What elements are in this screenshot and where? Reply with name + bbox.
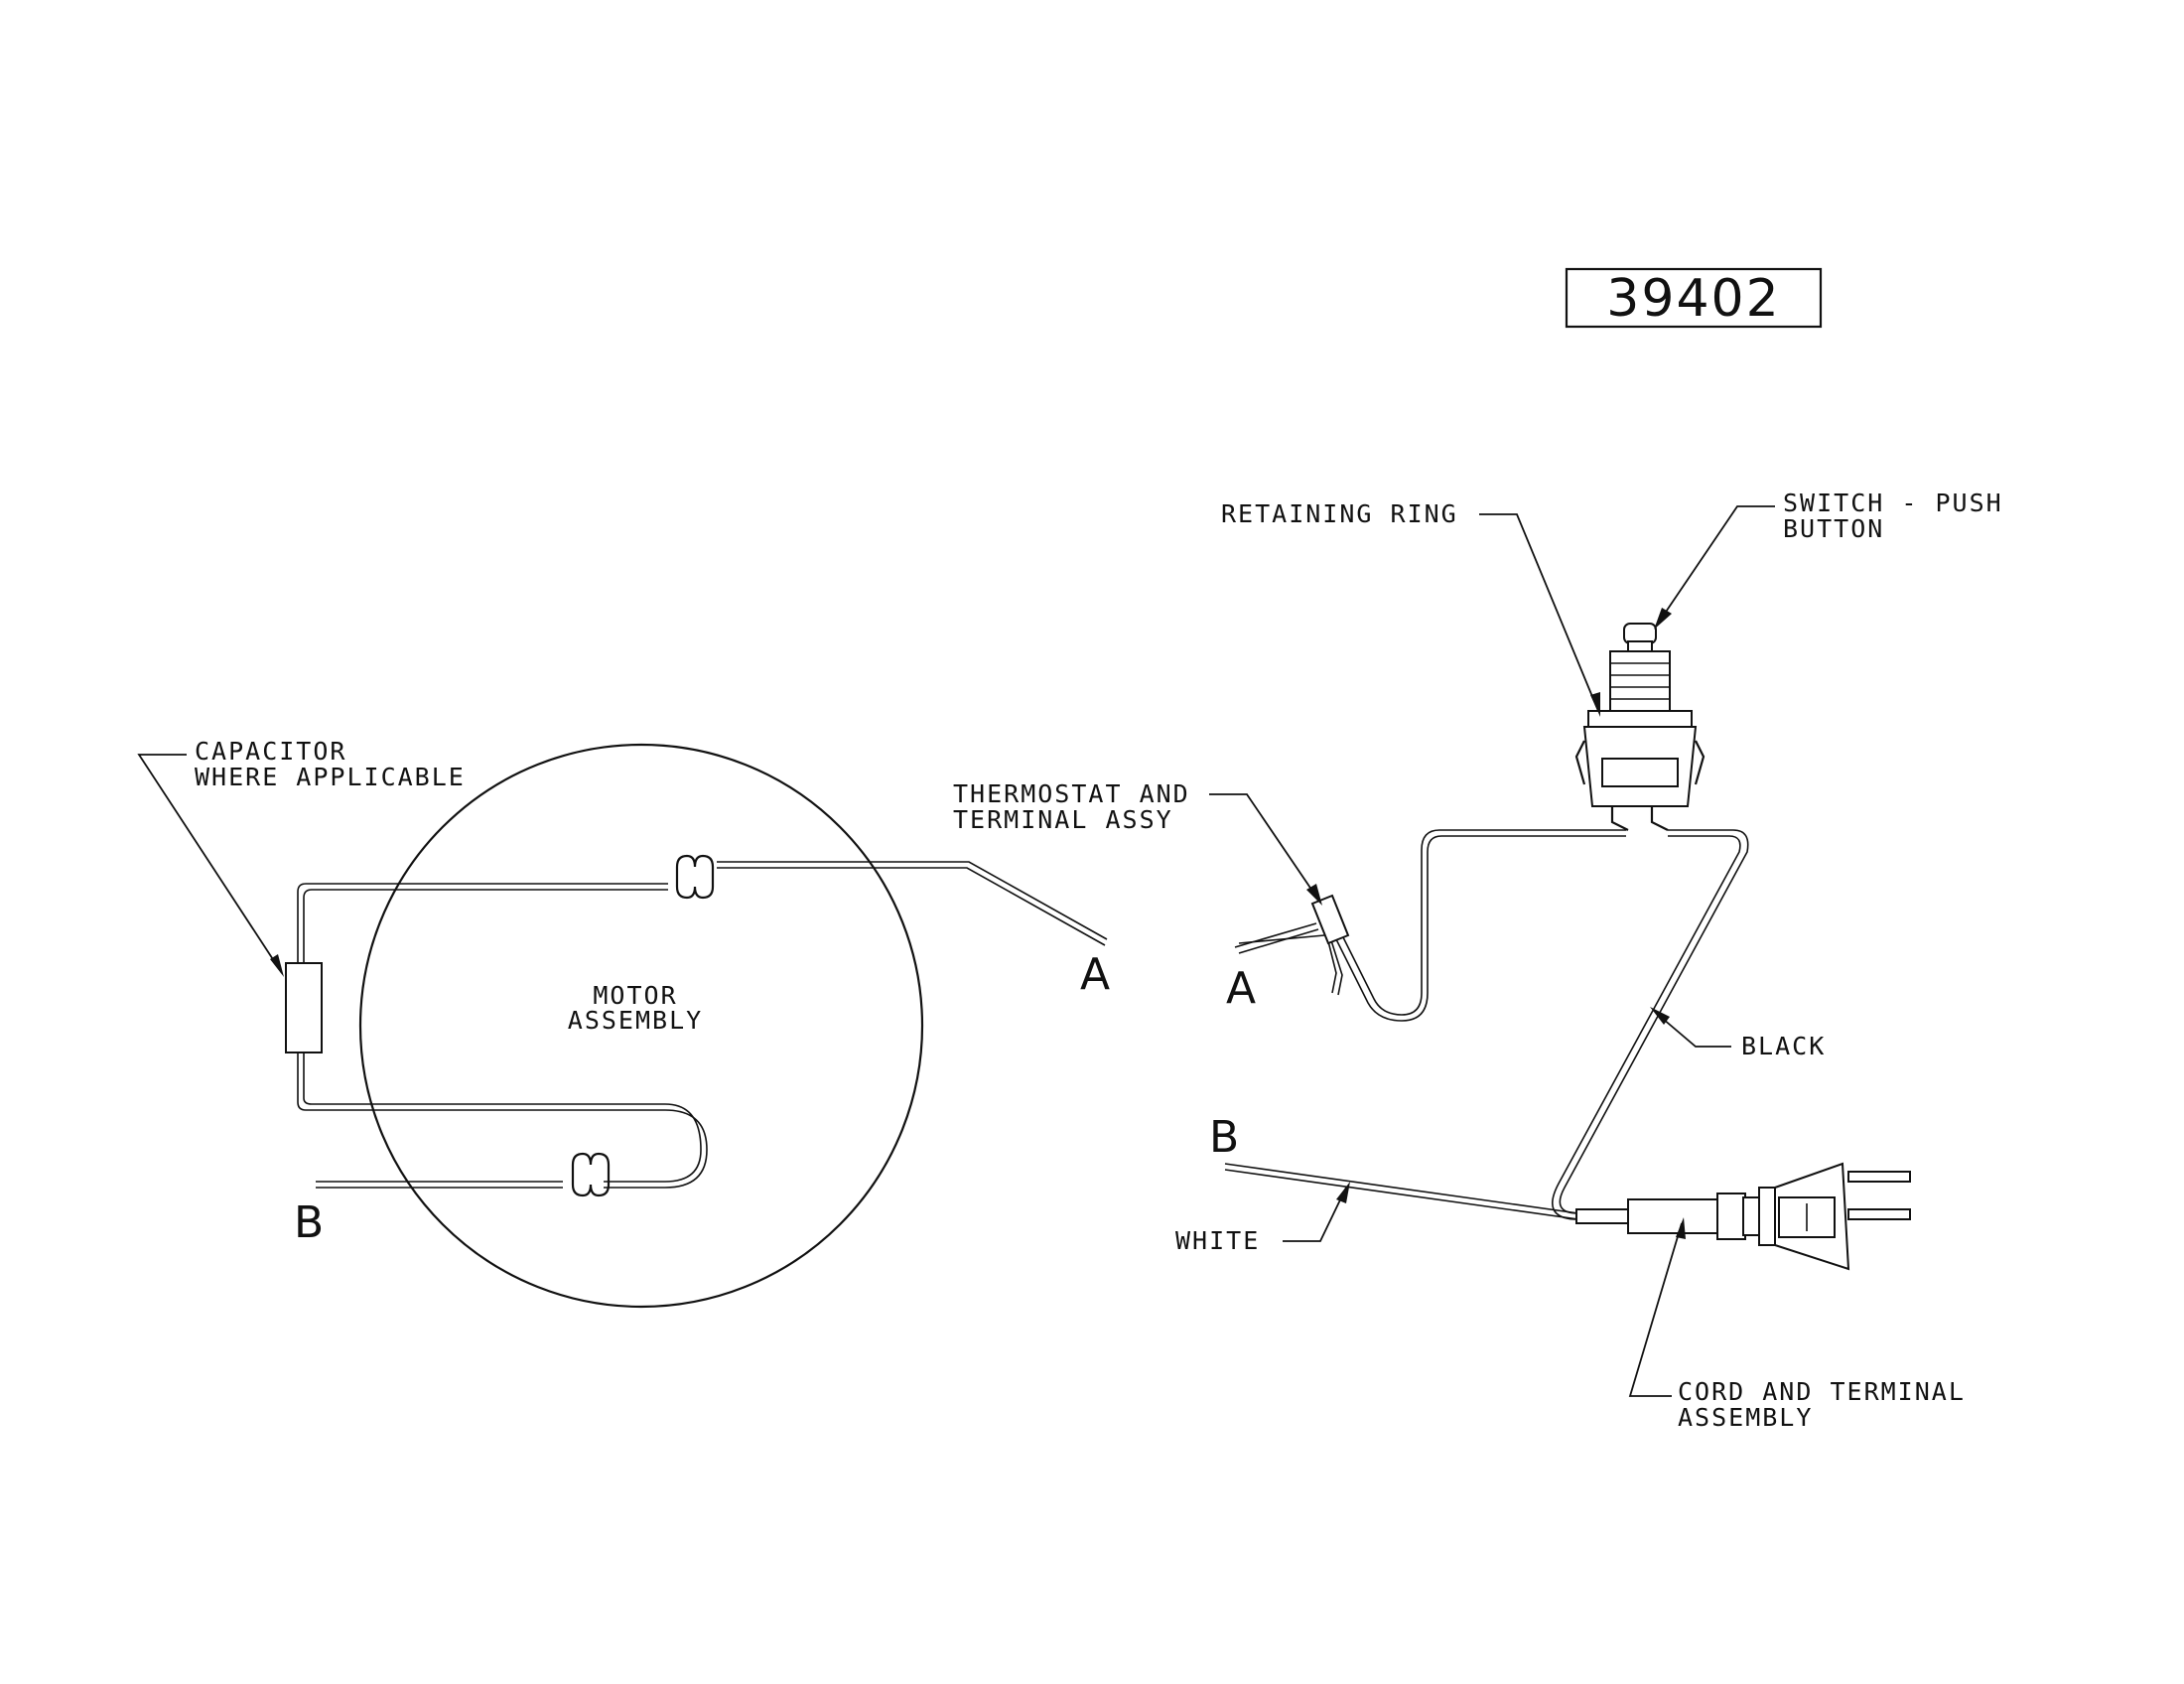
thermostat-wiring	[1234, 829, 1626, 1022]
white-label: WHITE	[1175, 1226, 1260, 1255]
thermostat	[1310, 894, 1350, 945]
thermostat-label-line1: THERMOSTAT AND	[953, 779, 1190, 808]
switch-callout: SWITCH - PUSH BUTTON	[1654, 489, 2003, 630]
motor-wiring	[297, 861, 1108, 1189]
drawing-number: 39402	[1606, 269, 1780, 329]
switch-label-line1: SWITCH - PUSH	[1783, 489, 2003, 517]
motor-wire-connector-bottom	[571, 1152, 611, 1197]
cord-label-line2: ASSEMBLY	[1678, 1403, 1813, 1432]
cord-callout: CORD AND TERMINAL ASSEMBLY	[1628, 1217, 1966, 1432]
drawing-number-box: 39402	[1565, 267, 1823, 329]
cord-and-plug	[1575, 1162, 1911, 1271]
white-callout: WHITE	[1175, 1182, 1350, 1255]
black-wire	[1552, 829, 1749, 1220]
motor-label-line1: MOTOR	[593, 981, 677, 1010]
white-wire	[1224, 1163, 1579, 1220]
motor-circle	[358, 743, 924, 1309]
thermostat-label-line2: TERMINAL ASSY	[953, 805, 1173, 834]
motor-assembly: MOTOR ASSEMBLY	[358, 743, 924, 1309]
cord-label-line1: CORD AND TERMINAL	[1678, 1377, 1966, 1406]
retaining-ring-callout: RETAINING RING	[1221, 499, 1600, 717]
capacitor	[285, 962, 323, 1053]
retaining-ring-label: RETAINING RING	[1221, 499, 1458, 528]
capacitor-label-line2: WHERE APPLICABLE	[195, 763, 466, 791]
thermostat-callout: THERMOSTAT AND TERMINAL ASSY	[953, 779, 1322, 906]
connection-b-right: B	[1209, 1112, 1239, 1163]
capacitor-callout: CAPACITOR WHERE APPLICABLE	[137, 737, 466, 977]
push-button-switch	[1574, 623, 1706, 831]
connection-a-left: A	[1080, 949, 1110, 1000]
capacitor-label-line1: CAPACITOR	[195, 737, 346, 766]
connection-b-left: B	[294, 1197, 324, 1248]
motor-label-line2: ASSEMBLY	[568, 1006, 703, 1035]
switch-label-line2: BUTTON	[1783, 514, 1884, 543]
motor-wire-connector-top	[675, 854, 715, 900]
connection-a-right: A	[1226, 963, 1256, 1014]
black-label: BLACK	[1741, 1032, 1826, 1060]
black-callout: BLACK	[1650, 1007, 1826, 1060]
